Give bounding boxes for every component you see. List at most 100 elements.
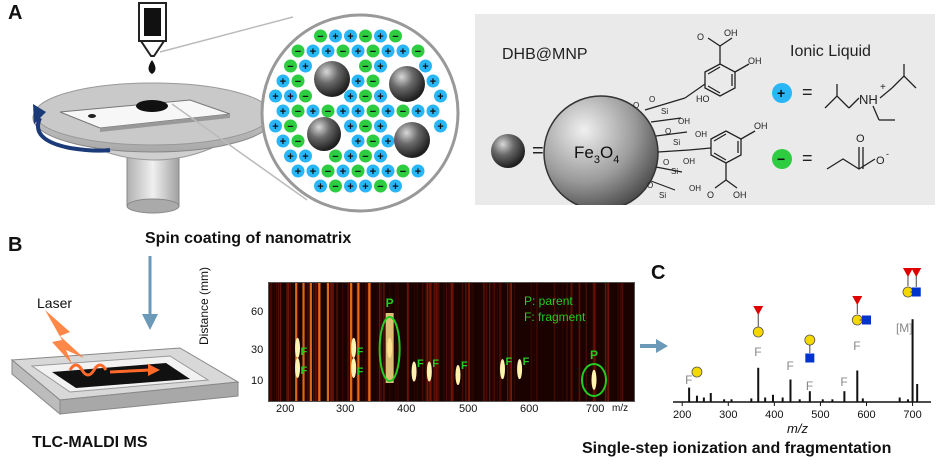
heatmap-streak [461, 283, 464, 401]
svg-text:+: + [355, 106, 361, 118]
spectrum-tick-label: 500 [811, 409, 829, 421]
heatmap-streak [317, 283, 319, 401]
heatmap-streak [330, 283, 331, 401]
heatmap-streak [276, 283, 278, 401]
cation-ion: + [344, 149, 357, 163]
nanoparticle-symbol [491, 134, 525, 168]
heatmap-streak [425, 283, 428, 401]
svg-text:+: + [415, 166, 421, 178]
heatmap-streak [270, 283, 273, 401]
fragment-marker: F [357, 346, 364, 358]
svg-text:+: + [377, 151, 383, 163]
heatmap-streak [414, 283, 416, 401]
svg-text:+: + [355, 76, 361, 88]
heatmap-spot [455, 365, 461, 386]
glycan-galactose [691, 366, 703, 378]
anion-symbol [772, 149, 792, 169]
heatmap-streak [533, 283, 535, 401]
spectrum-peak [709, 393, 712, 402]
panel-label-a: A [8, 2, 23, 24]
cation-ion: + [374, 59, 387, 73]
cation-ion: + [359, 179, 372, 193]
svg-text:−: − [370, 76, 376, 88]
spectrum-peak [781, 397, 784, 402]
heatmap-streak [333, 283, 334, 401]
heatmap-streak [429, 283, 431, 401]
svg-text:OH: OH [678, 117, 690, 126]
glycan-symbols [691, 268, 922, 378]
svg-text:+: + [340, 106, 346, 118]
heatmap-streak [461, 283, 463, 401]
heatmap-streak [430, 283, 433, 401]
heatmap-xtick-200: 200 [276, 403, 295, 415]
heatmap-spot [385, 313, 394, 383]
svg-text:+: + [347, 91, 353, 103]
fragment-marker: F [432, 358, 439, 370]
cation-ion: + [426, 104, 440, 118]
heatmap-spot [295, 357, 301, 378]
heatmap-streak [617, 283, 619, 401]
fragment-marker: F [357, 366, 364, 378]
heatmap-streak [326, 283, 330, 401]
equals-sign-1: = [532, 140, 544, 162]
heatmap-spot [351, 337, 357, 358]
cation-ion: + [306, 164, 320, 178]
svg-text:−: − [377, 181, 383, 193]
spectrum-annotation: F [853, 339, 860, 353]
svg-text:−: − [400, 106, 406, 118]
spectrum-peak [798, 399, 801, 402]
anion-ion: − [374, 179, 387, 193]
heatmap-streak [357, 283, 360, 401]
heatmap-streak [286, 283, 288, 401]
caption-single-step: Single-step ionization and fragmentation [582, 440, 892, 457]
heatmap-streak [592, 283, 595, 401]
anion-ion: − [366, 44, 380, 58]
heatmap-streak [318, 283, 321, 401]
anion-ion: − [359, 59, 372, 73]
svg-text:+: + [347, 121, 353, 133]
cation-ion: + [381, 104, 395, 118]
svg-text:+: + [377, 91, 383, 103]
heatmap-streak [287, 283, 289, 401]
cation-ion: + [306, 104, 320, 118]
cation-ion: + [299, 149, 312, 163]
heatmap-streak [500, 283, 502, 401]
anion-ion: − [329, 179, 342, 193]
cation-ion: + [434, 89, 447, 103]
cation-ion: + [344, 29, 357, 43]
laser-bolt [45, 310, 84, 364]
cation-ion: + [396, 44, 410, 58]
ionic-liquid-label: Ionic Liquid [790, 43, 871, 60]
heatmap-streak [507, 283, 509, 401]
svg-text:+: + [287, 151, 293, 163]
cation-ion: + [299, 59, 312, 73]
heatmap-spot [426, 361, 432, 382]
caption-spin-coating: Spin coating of nanomatrix [145, 230, 352, 247]
svg-text:+: + [437, 91, 443, 103]
anion-ion: − [359, 89, 372, 103]
heatmap-streak [279, 283, 282, 401]
svg-text:+: + [347, 151, 353, 163]
anion-ion: − [411, 44, 425, 58]
svg-text:+: + [272, 91, 278, 103]
svg-text:−: − [295, 136, 301, 148]
svg-text:Si: Si [673, 138, 680, 147]
spectrum-peak [688, 387, 691, 402]
spectrum-annotation: F [806, 379, 813, 393]
cation-ion: + [374, 149, 387, 163]
heatmap-streak [309, 283, 312, 401]
heatmap-streak [566, 283, 568, 401]
heatmap-streak [438, 283, 440, 401]
svg-text:−: − [317, 31, 323, 43]
svg-text:+: + [280, 106, 286, 118]
heatmap-xtick-300: 300 [336, 403, 355, 415]
heatmap-xtick-500: 500 [459, 403, 478, 415]
fe3o4-label: Fe3O4 [574, 143, 619, 166]
svg-text:−: − [362, 61, 368, 73]
heatmap-streak [366, 283, 369, 401]
svg-text:−: − [392, 31, 398, 43]
glycan-fucose [852, 296, 863, 305]
parent-ellipse [378, 316, 401, 382]
svg-text:+: + [377, 121, 383, 133]
spectrum-tick-label: 200 [673, 409, 691, 421]
